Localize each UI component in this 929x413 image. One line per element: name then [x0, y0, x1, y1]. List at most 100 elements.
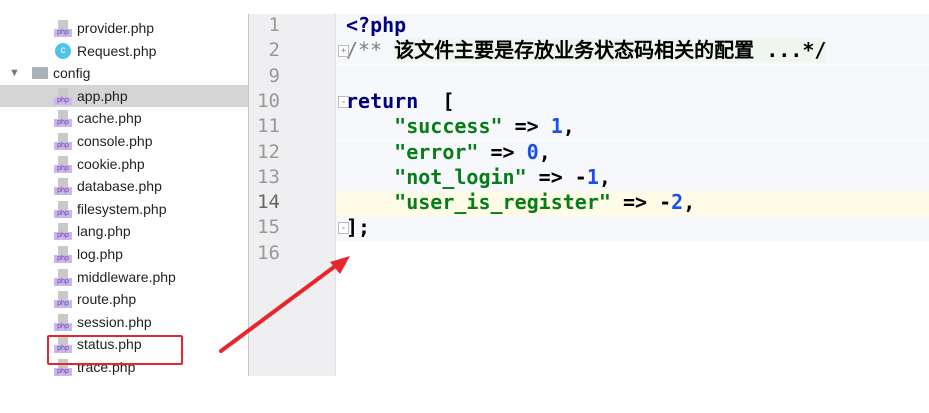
- code-token: ,: [538, 139, 551, 164]
- line-number: 12: [257, 140, 280, 163]
- php-file-icon: php: [54, 133, 72, 150]
- code-token: 1: [550, 114, 563, 139]
- code-line[interactable]: "user_is_register" => -2,: [346, 190, 695, 215]
- code-token: =>: [502, 114, 551, 139]
- tree-item-request-php[interactable]: c Request.php: [0, 40, 248, 62]
- code-editor[interactable]: <?php/** 该文件主要是存放业务状态码相关的配置 ...*/ + return…: [336, 13, 929, 376]
- tree-item-session-php[interactable]: php session.php: [0, 311, 248, 333]
- tree-item-config[interactable]: ▼ config: [0, 62, 248, 84]
- tree-item-label: status.php: [77, 336, 142, 353]
- code-token: [: [418, 88, 455, 113]
- line-number: 14: [257, 191, 280, 214]
- code-token: "user_is_register": [394, 190, 611, 215]
- code-token: <?php: [346, 13, 407, 37]
- line-number: 15: [257, 216, 280, 239]
- line-number: 1: [268, 14, 280, 36]
- line-number: 11: [257, 115, 280, 138]
- tree-item-label: cache.php: [77, 110, 142, 127]
- fold-toggle-icon[interactable]: -: [338, 95, 349, 108]
- tree-item-label: console.php: [77, 133, 153, 149]
- code-token: return: [346, 88, 419, 113]
- code-line[interactable]: return [ -: [338, 88, 455, 114]
- line-number: 2: [268, 39, 280, 62]
- tree-item-app-php[interactable]: php app.php: [0, 84, 248, 107]
- tree-item-label: config: [53, 65, 91, 82]
- code-token: "not_login": [394, 164, 527, 189]
- code-token: ,: [562, 114, 575, 139]
- code-line-bg: [336, 216, 929, 242]
- code-line-bg: [336, 64, 929, 90]
- tree-item-label: database.php: [77, 178, 162, 195]
- code-line[interactable]: "success" => 1,: [346, 114, 575, 139]
- php-file-icon: php: [54, 110, 72, 128]
- tree-item-label: session.php: [77, 313, 152, 330]
- line-number: 9: [268, 64, 280, 87]
- line-number: 13: [257, 165, 280, 188]
- tree-item-log-php[interactable]: php log.php: [0, 243, 248, 265]
- fold-toggle-icon[interactable]: -: [338, 222, 349, 235]
- line-number: 10: [257, 89, 280, 112]
- tree-item-cache-php[interactable]: php cache.php: [0, 107, 248, 129]
- code-token: => -: [610, 190, 672, 215]
- line-number: 16: [257, 241, 280, 264]
- tree-item-status-php[interactable]: php status.php: [0, 333, 248, 355]
- annotation-highlight-box: [47, 335, 183, 365]
- code-token: ];: [346, 215, 371, 240]
- arrow-head: [330, 256, 350, 274]
- tree-item-label: cookie.php: [77, 155, 145, 172]
- code-token: "success": [394, 114, 503, 139]
- tree-item-label: filesystem.php: [77, 200, 167, 217]
- tree-item-label: Request.php: [77, 42, 157, 59]
- php-file-icon: php: [54, 268, 72, 286]
- tree-item-label: route.php: [77, 291, 137, 308]
- php-file-icon: php: [54, 313, 72, 331]
- tree-item-label: app.php: [77, 87, 128, 104]
- php-file-icon: php: [54, 155, 72, 173]
- code-line-bg: [336, 89, 929, 115]
- code-line[interactable]: ];-: [338, 215, 371, 240]
- code-line[interactable]: "error" => 0,: [346, 140, 551, 165]
- tree-item-label: middleware.php: [77, 268, 176, 285]
- tree-item-label: lang.php: [77, 223, 131, 240]
- tree-item-provider-php[interactable]: php provider.php: [0, 17, 248, 39]
- tree-item-label: log.php: [77, 246, 123, 262]
- tree-item-label: provider.php: [77, 20, 155, 36]
- php-file-icon: php: [54, 246, 72, 263]
- php-file-icon: php: [54, 200, 72, 218]
- tree-item-cookie-php[interactable]: php cookie.php: [0, 153, 248, 175]
- code-token: "error": [394, 139, 479, 164]
- code-line-bg: [336, 115, 929, 141]
- code-line[interactable]: /** 该文件主要是存放业务状态码相关的配置 ...*/ +: [338, 38, 827, 63]
- code-line-bg: [336, 14, 929, 39]
- code-line-bg: [336, 165, 929, 191]
- code-line[interactable]: "not_login" => -1,: [346, 165, 611, 190]
- class-icon: c: [55, 42, 71, 59]
- php-file-icon: php: [54, 336, 72, 354]
- code-line[interactable]: <?php: [346, 13, 406, 38]
- arrow-shaft: [219, 262, 340, 353]
- current-line-highlight: [336, 191, 929, 217]
- tree-item-route-php[interactable]: php route.php: [0, 288, 248, 310]
- code-token: /**: [346, 38, 395, 63]
- code-token: ,: [683, 190, 696, 215]
- php-file-icon: php: [54, 20, 72, 37]
- code-token: 0: [526, 139, 539, 164]
- tree-item-middleware-php[interactable]: php middleware.php: [0, 266, 248, 288]
- code-token: 2: [671, 190, 684, 215]
- code-token: 1: [586, 164, 599, 189]
- tree-item-console-php[interactable]: php console.php: [0, 130, 248, 152]
- code-token: =>: [478, 139, 527, 164]
- tree-item-filesystem-php[interactable]: php filesystem.php: [0, 198, 248, 220]
- code-line-bg: [336, 140, 929, 166]
- fold-toggle-icon[interactable]: +: [338, 45, 349, 58]
- expand-triangle-icon[interactable]: ▼: [9, 67, 20, 80]
- php-file-icon: php: [54, 291, 72, 309]
- code-token: 该文件主要是存放业务状态码相关的配置 ...*/: [394, 38, 827, 63]
- code-token: => -: [526, 164, 587, 189]
- php-file-icon: php: [54, 87, 72, 105]
- code-token: ,: [598, 164, 611, 189]
